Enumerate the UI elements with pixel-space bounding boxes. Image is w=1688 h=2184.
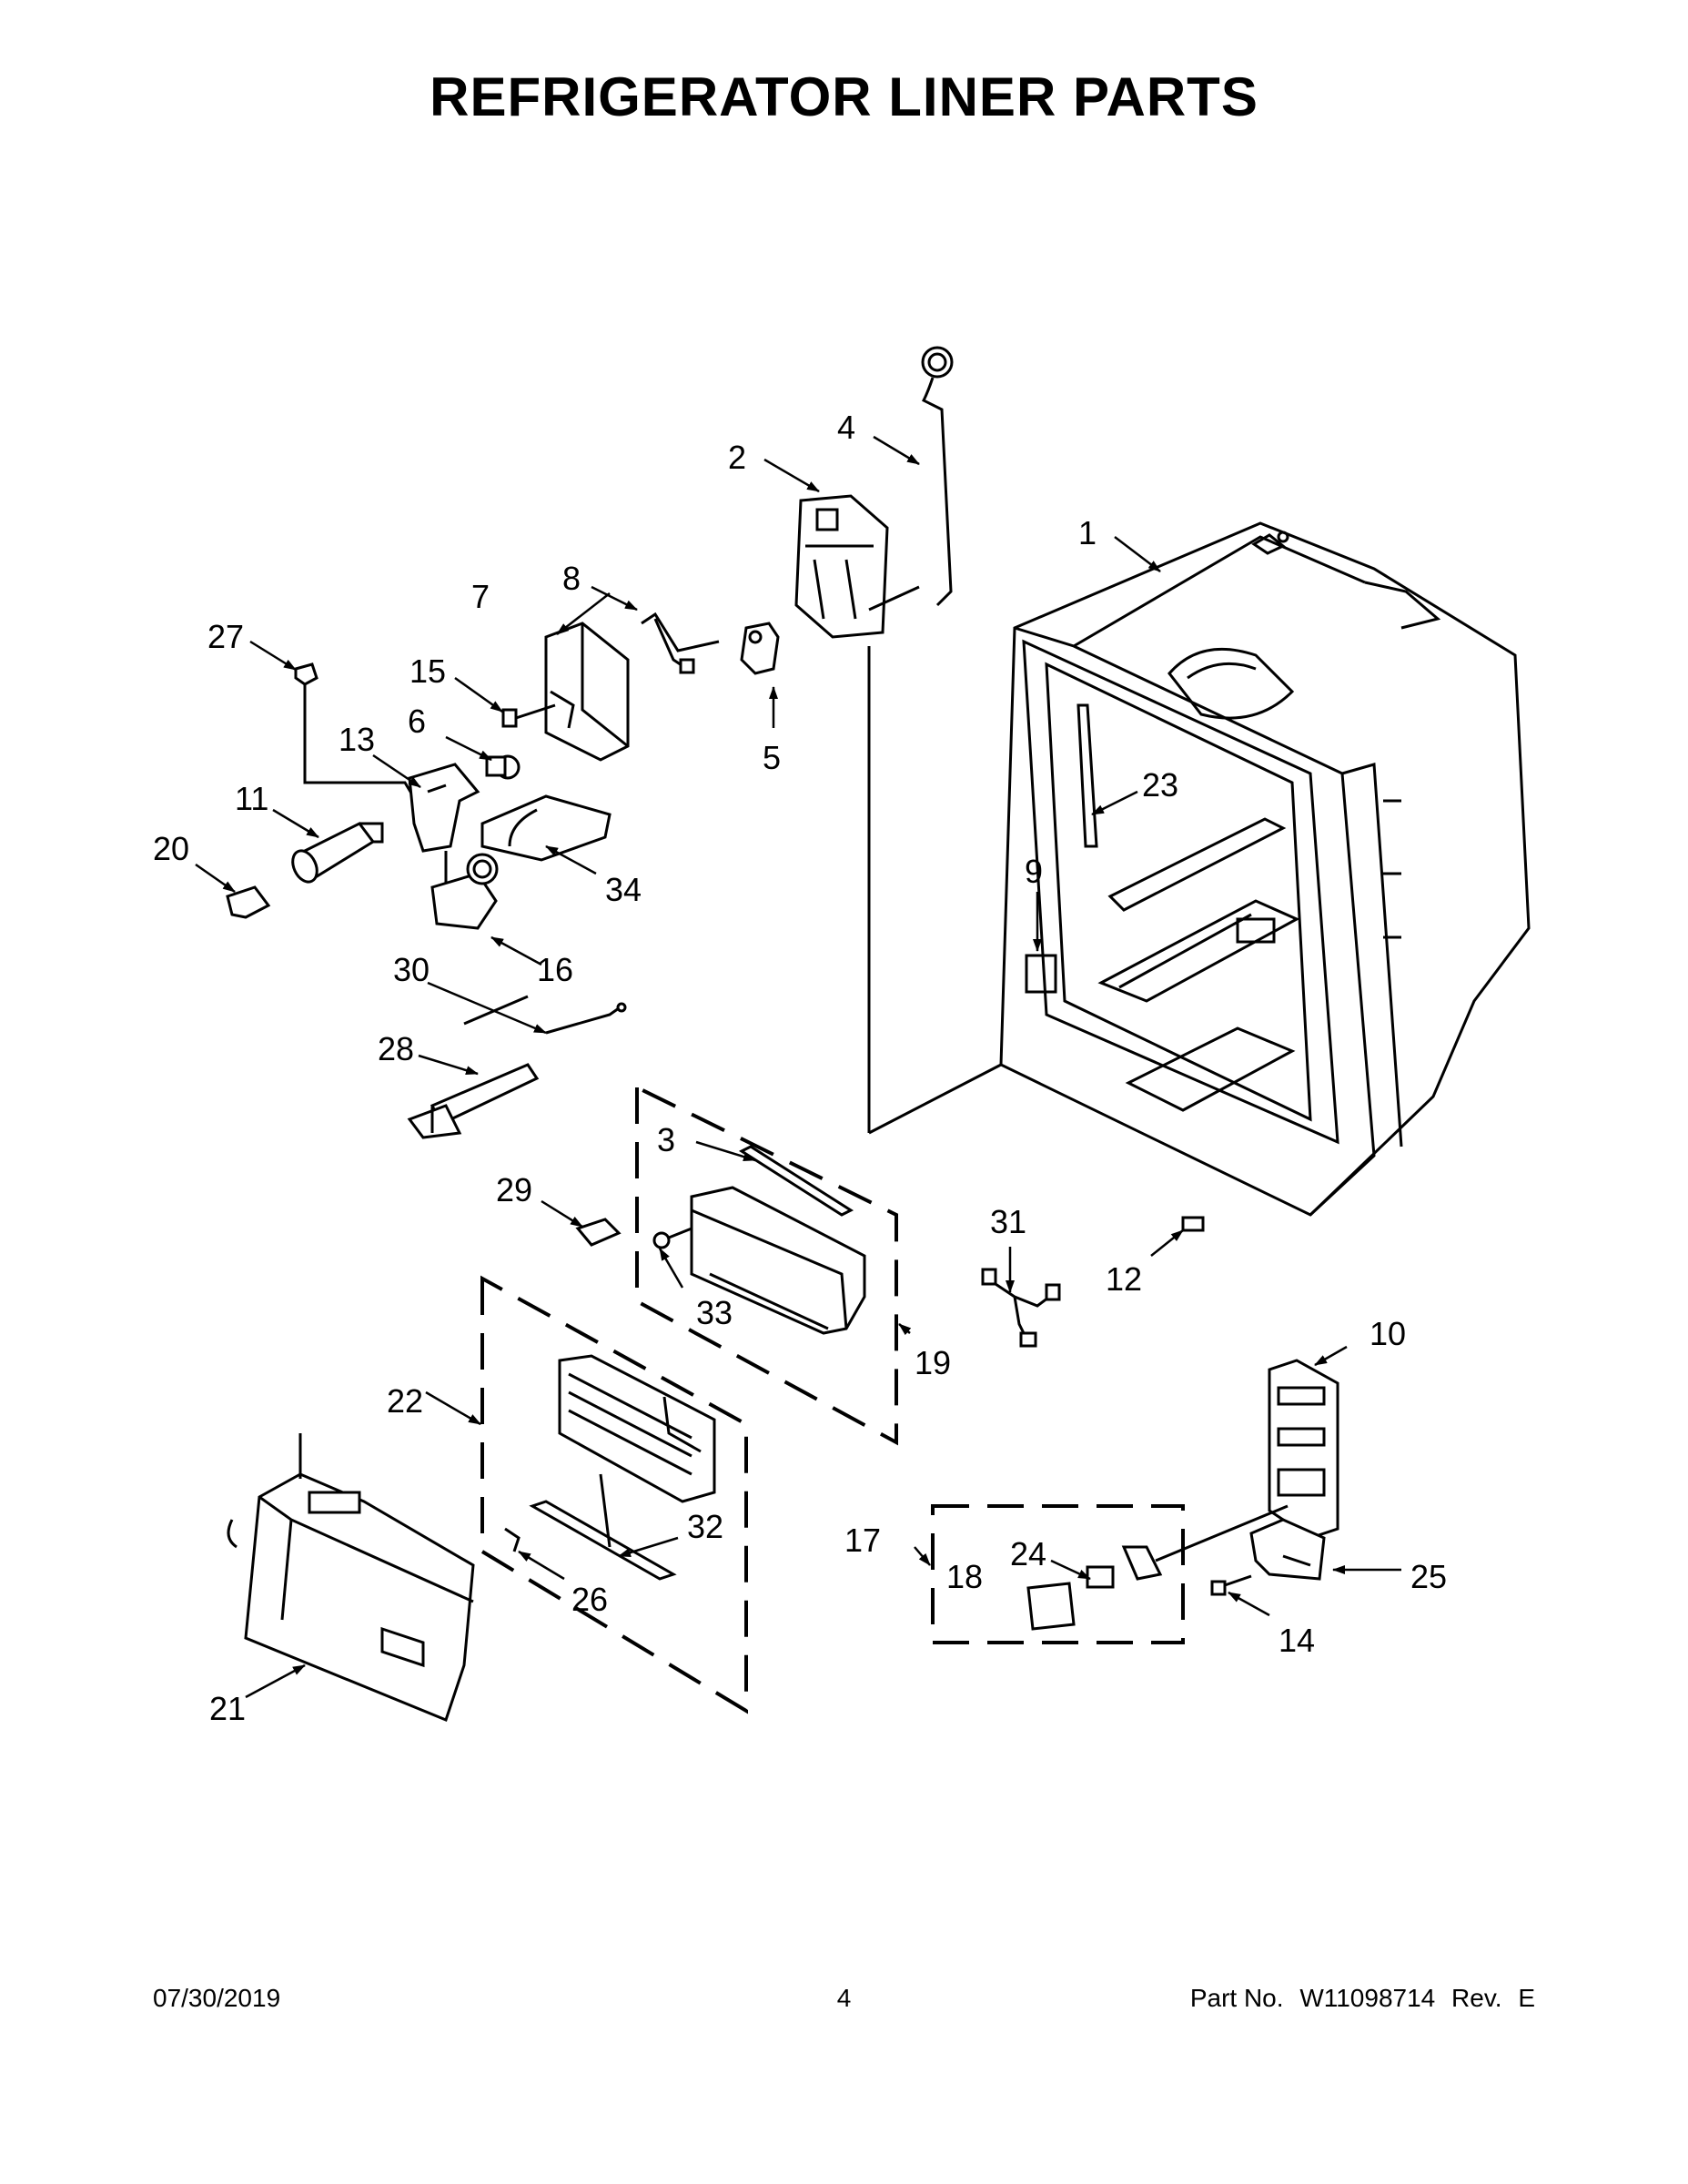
part-liner	[867, 521, 1531, 1217]
callout-32: 32	[687, 1508, 723, 1545]
part-no-label: Part No.	[1189, 1984, 1284, 2012]
part-no-value: W11098714	[1299, 1984, 1436, 2012]
part-wire-30	[463, 995, 627, 1035]
callout-24: 24	[1010, 1535, 1046, 1572]
part-pad-24	[1086, 1565, 1115, 1589]
part-panel-21	[227, 1433, 475, 1722]
callout-2: 2	[728, 439, 746, 476]
footer-part-number: Part No. W11098714 Rev. E	[1181, 1984, 1535, 2013]
part-bracket-16	[430, 853, 499, 930]
callout-25: 25	[1410, 1558, 1447, 1595]
group-17-dashed	[931, 1504, 1185, 1644]
callout-22: 22	[387, 1382, 423, 1420]
callout-15: 15	[409, 652, 446, 690]
callout-14: 14	[1279, 1622, 1315, 1659]
callout-26: 26	[571, 1581, 608, 1618]
footer-page-number: 4	[836, 1984, 852, 2012]
leader-lines	[195, 435, 1401, 1699]
callout-29: 29	[496, 1171, 532, 1208]
part-connector-12	[1181, 1216, 1205, 1232]
callout-31: 31	[990, 1203, 1026, 1240]
callout-12: 12	[1106, 1260, 1142, 1298]
part-cover	[544, 622, 630, 762]
callout-6: 6	[408, 703, 426, 740]
part-evaporator	[558, 1354, 716, 1503]
part-clip-26	[504, 1527, 521, 1552]
callout-30: 30	[393, 951, 430, 988]
part-valve	[740, 622, 780, 675]
part-panel-10	[1155, 1359, 1339, 1562]
callout-8: 8	[562, 560, 581, 597]
callout-19: 19	[915, 1344, 951, 1381]
part-wire-coil	[921, 346, 954, 607]
callout-9: 9	[1025, 853, 1043, 890]
part-pad-18	[1026, 1582, 1076, 1631]
callout-10: 10	[1370, 1315, 1406, 1352]
callout-20: 20	[153, 830, 189, 867]
part-harness	[641, 612, 720, 674]
part-nut-33	[652, 1227, 692, 1249]
part-housing-13	[408, 763, 480, 911]
part-cap-20	[226, 885, 271, 919]
part-heater-32	[529, 1473, 677, 1581]
part-screw-15	[501, 703, 556, 728]
callout-33: 33	[696, 1294, 733, 1331]
rev-value: E	[1518, 1984, 1535, 2012]
part-control-box	[794, 494, 920, 639]
callout-13: 13	[339, 721, 375, 758]
part-harness-31	[981, 1268, 1061, 1348]
page-title: REFRIGERATOR LINER PARTS	[430, 66, 1258, 127]
part-cylinder-11	[291, 822, 384, 884]
group-19-dashed	[635, 1084, 898, 1446]
callout-34: 34	[605, 871, 642, 908]
callout-1: 1	[1078, 514, 1097, 551]
callout-17: 17	[844, 1522, 881, 1559]
part-bracket-small	[1121, 1545, 1163, 1581]
callout-16: 16	[537, 951, 573, 988]
part-clip-6	[485, 754, 521, 780]
callout-7: 7	[471, 578, 490, 615]
callout-4: 4	[837, 409, 855, 446]
part-tray-34	[480, 794, 612, 862]
part-block-29	[575, 1218, 622, 1247]
callout-27: 27	[207, 618, 244, 655]
group-22-dashed	[480, 1275, 748, 1714]
callout-11: 11	[235, 780, 268, 817]
callout-18: 18	[946, 1558, 983, 1595]
part-handle-25	[1249, 1518, 1326, 1581]
footer-date: 07/30/2019	[153, 1984, 281, 2012]
callout-labels: 1 2 3 4 5 6 7 8 9 10 11 12 13 14 15 16 1…	[153, 409, 1447, 1727]
callout-3: 3	[657, 1121, 675, 1158]
callout-23: 23	[1142, 766, 1178, 804]
part-screw-14	[1210, 1574, 1252, 1596]
part-housing-3	[690, 1145, 866, 1335]
callout-5: 5	[763, 739, 781, 776]
callout-28: 28	[378, 1030, 414, 1067]
part-heater-28	[407, 1063, 540, 1139]
rev-label: Rev.	[1451, 1984, 1502, 2012]
callout-21: 21	[209, 1690, 246, 1727]
